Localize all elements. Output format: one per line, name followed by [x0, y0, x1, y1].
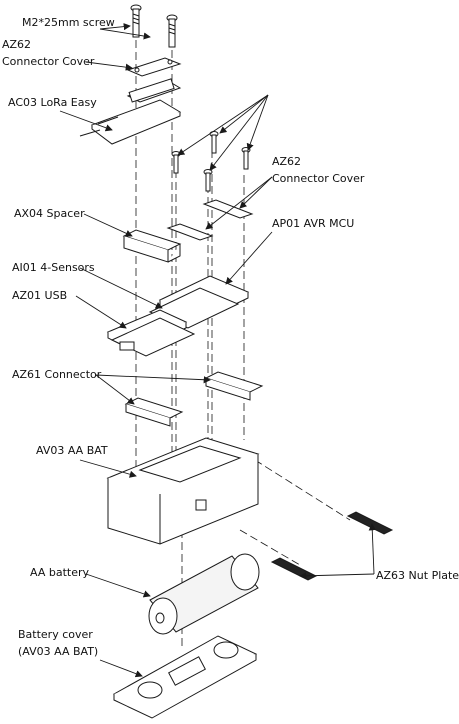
top-connector-cover [126, 57, 182, 77]
label-az62-top-name: Connector Cover [2, 55, 95, 68]
label-az62-mid-name: Connector Cover [272, 172, 365, 185]
board-stack [106, 275, 250, 357]
battery-cover-drawing [112, 635, 258, 719]
mid-connector-covers [166, 199, 254, 241]
label-ap01: AP01 AVR MCU [272, 217, 355, 230]
top-screw-left [130, 4, 142, 38]
label-az62-top-code: AZ62 [2, 38, 32, 51]
mid-screws [171, 131, 251, 192]
label-battery-cover-model: (AV03 AA BAT) [18, 645, 99, 658]
connectors [124, 371, 264, 427]
leader-lines [59, 23, 376, 678]
label-az63: AZ63 Nut Plate [376, 569, 459, 582]
label-aa-battery: AA battery [30, 566, 90, 579]
lora-board [79, 78, 182, 145]
label-ax04: AX04 Spacer [14, 207, 85, 220]
label-av03: AV03 AA BAT [36, 444, 108, 457]
aa-battery-drawing [148, 553, 260, 635]
label-battery-cover: Battery cover [18, 628, 93, 641]
label-az62-mid-code: AZ62 [272, 155, 302, 168]
label-az01: AZ01 USB [12, 289, 68, 302]
spacer [122, 229, 182, 263]
label-screw: M2*25mm screw [22, 16, 115, 29]
battery-box [106, 437, 260, 545]
top-screw-right [166, 14, 178, 48]
label-ac03: AC03 LoRa Easy [8, 96, 97, 109]
label-ai01: AI01 4-Sensors [12, 261, 95, 274]
label-az61: AZ61 Connector [12, 368, 102, 381]
